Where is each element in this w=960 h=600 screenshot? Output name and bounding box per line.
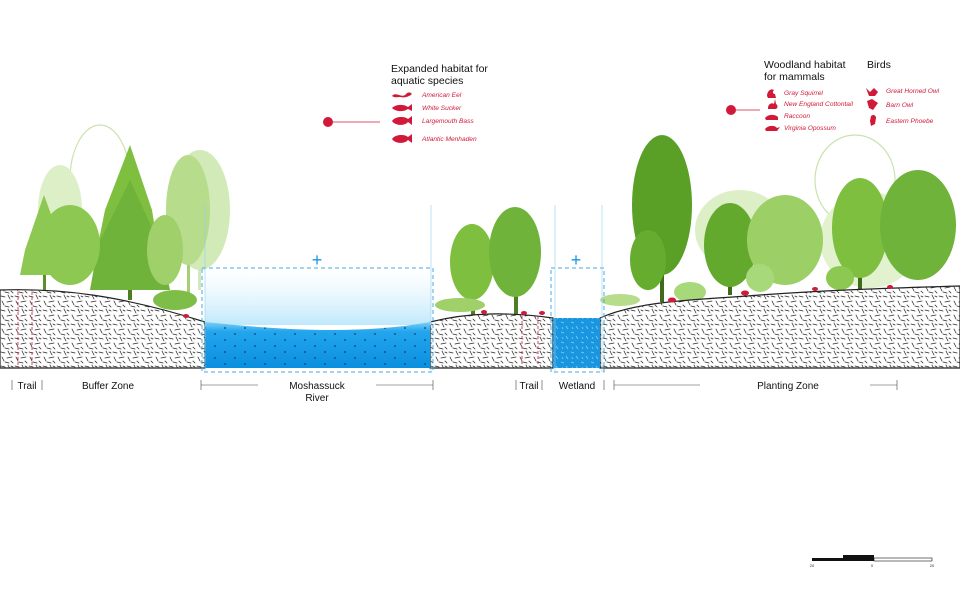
soil-planting-zone <box>599 285 960 369</box>
great-horned-owl-icon <box>866 88 878 96</box>
scale-label-right: 20 <box>930 563 935 568</box>
trees-buffer-zone <box>20 145 210 310</box>
eel-icon <box>392 92 412 98</box>
aquatic-title-line2: aquatic species <box>391 75 463 87</box>
menhaden-fish-icon <box>392 134 412 143</box>
wetland: + <box>550 205 605 373</box>
aquatic-species-2: Largemouth Bass <box>422 118 474 125</box>
birds-species-2: Eastern Phoebe <box>886 118 934 125</box>
label-buffer-zone: Buffer Zone <box>82 381 135 392</box>
barn-owl-icon <box>867 99 878 110</box>
aquatic-species-1: White Sucker <box>422 105 462 112</box>
label-river-line2: River <box>305 393 329 404</box>
moshassuck-river: + <box>201 205 434 373</box>
rabbit-icon <box>768 99 778 109</box>
wetland-dashed-frame <box>550 267 605 373</box>
woodland-species-3: Virginia Opossum <box>784 125 836 132</box>
label-trail-left: Trail <box>17 381 36 392</box>
woodland-species-0: Gray Squirrel <box>784 90 823 97</box>
aquatic-species-0: American Eel <box>421 92 462 99</box>
birds-species-0: Great Horned Owl <box>886 88 940 95</box>
woodland-species-1: New England Cottontail <box>784 101 853 108</box>
aquatic-legend: Expanded habitat for aquatic species Ame… <box>323 63 488 143</box>
trees-planting-zone <box>600 135 956 306</box>
birds-title: Birds <box>867 59 891 71</box>
aquatic-species-3: Atlantic Menhaden <box>421 136 477 143</box>
soil-middle-berm <box>429 313 554 369</box>
bass-fish-icon <box>392 116 412 125</box>
scale-label-left: 20 <box>810 563 815 568</box>
zone-labels: Trail Buffer Zone Moshassuck River Trail… <box>11 380 898 404</box>
woodland-legend: Woodland habitat for mammals Gray Squirr… <box>726 59 853 132</box>
wetland-plus-marker: + <box>571 250 582 270</box>
woodland-title-line2: for mammals <box>764 71 825 83</box>
phoebe-icon <box>870 114 876 126</box>
river-dashed-frame <box>201 267 434 373</box>
label-wetland: Wetland <box>559 381 596 392</box>
birds-legend: Birds Great Horned Owl Barn Owl Eastern … <box>866 59 940 126</box>
river-plus-marker: + <box>312 250 323 270</box>
scale-bar: 20 0 20 <box>810 555 935 568</box>
birds-species-1: Barn Owl <box>886 102 914 109</box>
animal-markers <box>183 285 893 318</box>
river-glow <box>205 270 431 325</box>
woodland-title-line1: Woodland habitat <box>764 59 846 71</box>
ground-section <box>0 285 960 369</box>
scale-label-mid: 0 <box>871 563 874 568</box>
label-river-line1: Moshassuck <box>289 381 346 392</box>
opossum-icon <box>765 125 780 131</box>
squirrel-icon <box>767 89 776 98</box>
raccoon-icon <box>765 114 778 120</box>
label-trail-right: Trail <box>519 381 538 392</box>
label-planting-zone: Planting Zone <box>757 381 819 392</box>
trees-middle-berm <box>435 207 541 315</box>
aquatic-title-line1: Expanded habitat for <box>391 63 488 75</box>
sucker-fish-icon <box>392 104 412 112</box>
woodland-species-2: Raccoon <box>784 113 810 120</box>
